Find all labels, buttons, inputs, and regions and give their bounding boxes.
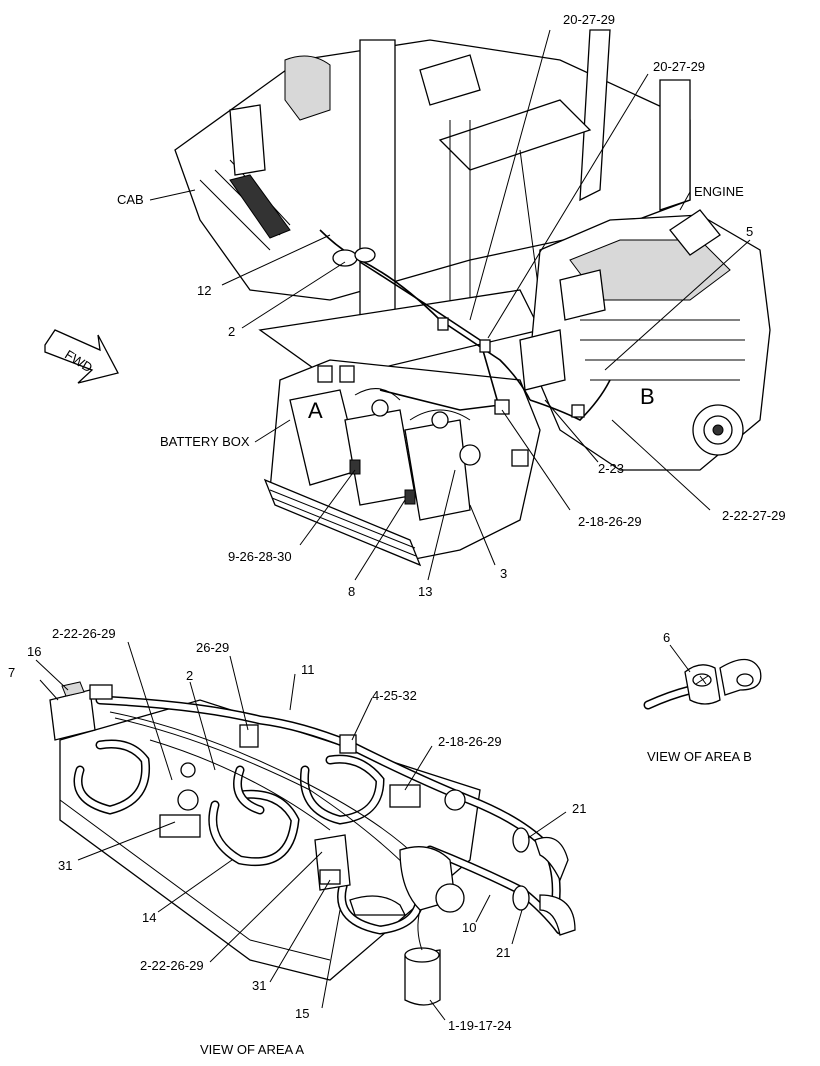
engine: [519, 209, 771, 471]
area-a-leader-lines: [35, 641, 567, 1021]
battery-cable-loops: [73, 739, 425, 935]
battery-box: [263, 359, 541, 567]
callout-2-22-26-29-b: 2-22-26-29: [140, 958, 204, 973]
callout-12: 12: [197, 283, 211, 298]
callout-20-27-29-b: 20-27-29: [653, 59, 705, 74]
callout-8: 8: [348, 584, 355, 599]
callout-2-22-26-29-a: 2-22-26-29: [52, 626, 116, 641]
callout-31-b: 31: [252, 978, 266, 993]
callout-5: 5: [746, 224, 753, 239]
area-a-components: [49, 681, 576, 1006]
top-assembly-view: FWD A B CAB ENGINE BATTERY BOX 20-27-: [44, 12, 786, 599]
callout-10: 10: [462, 920, 476, 935]
callout-11: 11: [301, 662, 315, 677]
callout-2-18-26-29-top: 2-18-26-29: [578, 514, 642, 529]
callout-26-29: 26-29: [196, 640, 229, 655]
callout-7: 7: [8, 665, 15, 680]
callout-2-area-a: 2: [186, 668, 193, 683]
callout-2-23: 2-23: [598, 461, 624, 476]
cab-label: CAB: [117, 192, 144, 207]
callout-15: 15: [295, 1006, 309, 1021]
callout-9-26-28-30: 9-26-28-30: [228, 549, 292, 564]
area-a-marker: A: [308, 398, 323, 423]
callout-6: 6: [663, 630, 670, 645]
callout-13: 13: [418, 584, 432, 599]
fwd-arrow-icon: FWD: [44, 329, 119, 384]
callout-2-22-27-29-top: 2-22-27-29: [722, 508, 786, 523]
callout-14: 14: [142, 910, 156, 925]
callout-16: 16: [27, 644, 41, 659]
area-b-caption: VIEW OF AREA B: [647, 749, 752, 764]
cab-frame: [174, 29, 691, 381]
callout-2-18-26-29-area-a: 2-18-26-29: [438, 734, 502, 749]
callout-20-27-29-a: 20-27-29: [563, 12, 615, 27]
callout-4-25-32: 4-25-32: [372, 688, 417, 703]
callout-21-a: 21: [572, 801, 586, 816]
engine-label: ENGINE: [694, 184, 744, 199]
callout-2-top: 2: [228, 324, 235, 339]
callout-21-b: 21: [496, 945, 510, 960]
top-leader-lines: [149, 29, 751, 581]
battery-box-label: BATTERY BOX: [160, 434, 250, 449]
area-b-marker: B: [640, 384, 655, 409]
callout-1-19-17-24: 1-19-17-24: [448, 1018, 512, 1033]
callout-31-a: 31: [58, 858, 72, 873]
area-b-view: 6 VIEW OF AREA B: [643, 630, 762, 764]
area-a-caption: VIEW OF AREA A: [200, 1042, 304, 1057]
callout-3: 3: [500, 566, 507, 581]
area-a-view: 2-22-26-29 16 7 26-29 2 11 4-25-32 2-18-…: [8, 626, 586, 1057]
harness-top: [319, 229, 611, 421]
